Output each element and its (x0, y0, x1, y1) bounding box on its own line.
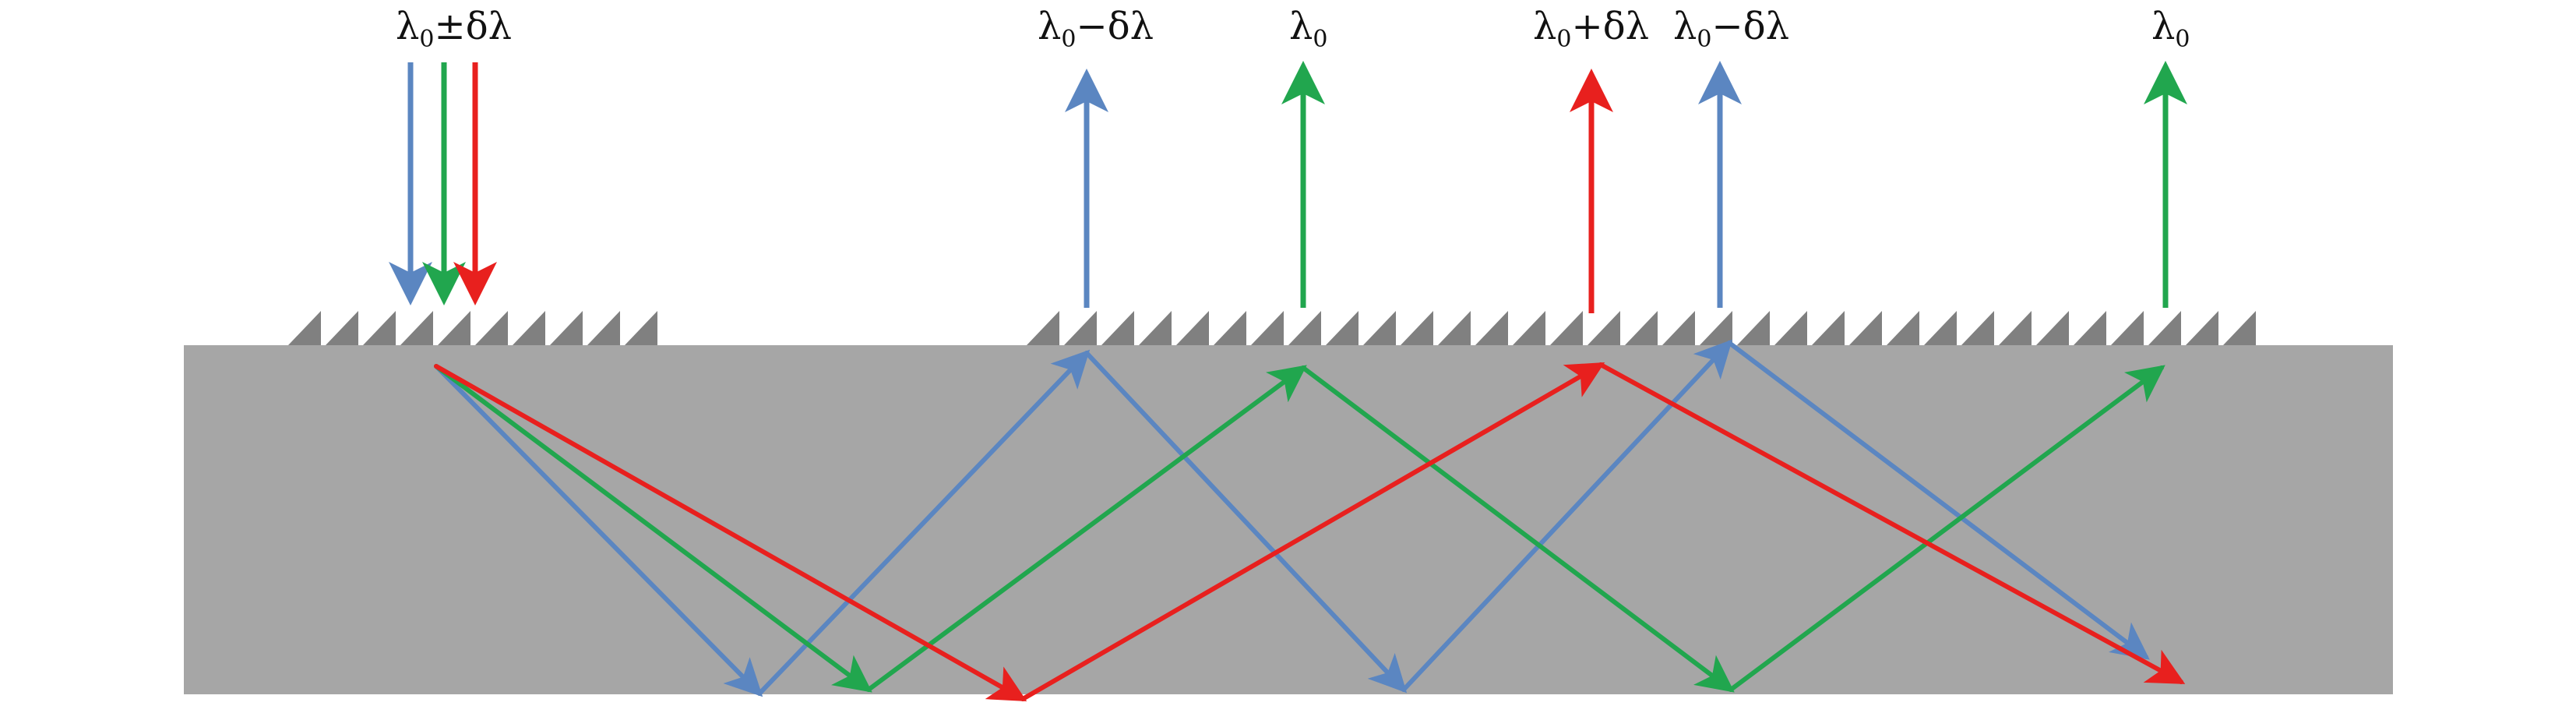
grating-tooth (1251, 311, 1284, 345)
grating-tooth (1961, 311, 1994, 345)
grating-tooth (2074, 311, 2106, 345)
grating-tooth (363, 311, 396, 345)
grating-tooth (1588, 311, 1620, 345)
label-output-blue-1: λ0−δλ (1038, 5, 1154, 53)
grating-tooth (2186, 311, 2218, 345)
grating-tooth (1139, 311, 1172, 345)
ray-blue-4 (1401, 339, 1733, 692)
grating-tooth (1700, 311, 1732, 345)
grating-tooth (1326, 311, 1358, 345)
grating-tooth (1812, 311, 1845, 345)
grating-tooth (1176, 311, 1209, 345)
ray-blue-5 (1727, 341, 2150, 660)
label-output-green-1: λ0 (1289, 5, 1328, 53)
grating-tooth (1438, 311, 1471, 345)
grating-tooth (513, 311, 545, 345)
grating-tooth (1887, 311, 1919, 345)
ray-green-4 (1728, 365, 2165, 692)
incoming-rays (389, 62, 497, 305)
input-grating (288, 311, 657, 345)
grating-tooth (1625, 311, 1658, 345)
grating-tooth (475, 311, 508, 345)
grating-tooth (587, 311, 620, 345)
grating-tooth (1363, 311, 1396, 345)
grating-tooth (1064, 311, 1097, 345)
grating-tooth (1288, 311, 1321, 345)
grating-tooth (1101, 311, 1134, 345)
grating-tooth (1027, 311, 1059, 345)
wavelength-labels: λ0±δλ λ0−δλ λ0 λ0+δλ λ0−δλ λ0 (396, 5, 2190, 53)
internal-rays (434, 339, 2186, 701)
ray-blue-1 (434, 364, 763, 697)
grating-tooth (1737, 311, 1770, 345)
waveguide-substrate (184, 345, 2393, 694)
label-output-blue-2: λ0−δλ (1673, 5, 1789, 53)
ray-green-1 (434, 364, 872, 693)
grating-tooth (625, 311, 657, 345)
ray-red-2 (1020, 362, 1605, 701)
grating-tooth (1774, 311, 1807, 345)
grating-tooth (1401, 311, 1433, 345)
grating-tooth (1214, 311, 1246, 345)
grating-tooth (2036, 311, 2069, 345)
ray-red-1 (434, 364, 1027, 701)
grating-tooth (438, 311, 470, 345)
grating-tooth (1924, 311, 1957, 345)
grating-tooth (1513, 311, 1545, 345)
grating-tooth (1849, 311, 1882, 345)
grating-tooth (288, 311, 321, 345)
ray-blue-3 (1084, 351, 1408, 694)
ray-blue-2 (757, 349, 1091, 696)
label-input: λ0±δλ (396, 5, 512, 53)
ray-green-3 (1301, 365, 1735, 693)
grating-tooth (1662, 311, 1695, 345)
output-grating (1027, 311, 2256, 345)
label-output-red-1: λ0+δλ (1533, 5, 1649, 53)
grating-tooth (326, 311, 358, 345)
ray-green-2 (866, 365, 1307, 692)
grating-tooth (2111, 311, 2144, 345)
outgoing-rays (1065, 61, 2187, 313)
grating-tooth (400, 311, 433, 345)
grating-tooth (1475, 311, 1508, 345)
grating-tooth (2148, 311, 2181, 345)
grating-tooth (1999, 311, 2032, 345)
ray-red-3 (1598, 362, 2186, 684)
grating-tooth (2223, 311, 2256, 345)
grating-tooth (550, 311, 583, 345)
label-output-green-2: λ0 (2151, 5, 2190, 53)
grating-tooth (1550, 311, 1583, 345)
